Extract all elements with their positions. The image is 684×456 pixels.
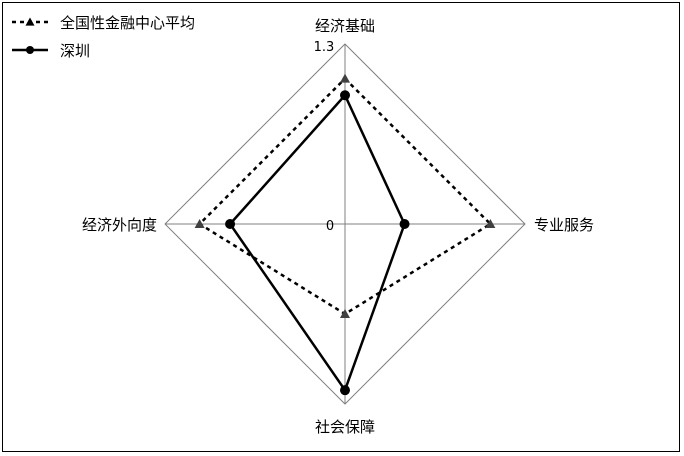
series-layer	[194, 73, 496, 396]
tick-label-zero: 0	[326, 219, 334, 234]
data-point-0-2	[340, 309, 350, 318]
legend-label-shenzhen: 深圳	[60, 42, 90, 60]
legend-item-national-average: 全国性金融中心平均	[12, 14, 195, 32]
axis-label-right: 专业服务	[534, 216, 594, 234]
axis-label-top: 经济基础	[315, 17, 375, 35]
axis-label-left: 经济外向度	[82, 216, 157, 234]
chart-frame	[2, 2, 680, 452]
axis-labels: 经济基础 专业服务 社会保障 经济外向度 1.3 0	[82, 17, 594, 436]
data-point-1-3	[225, 219, 236, 229]
data-point-1-0	[340, 90, 350, 101]
tick-label-max: 1.3	[314, 40, 335, 55]
legend-marker-national-average	[25, 17, 35, 26]
axis-label-bottom: 社会保障	[315, 418, 375, 436]
data-point-0-1	[485, 219, 496, 228]
legend: 全国性金融中心平均 深圳	[12, 14, 195, 60]
data-point-0-3	[194, 219, 205, 228]
legend-item-shenzhen: 深圳	[12, 42, 90, 60]
series-line-1	[228, 92, 406, 393]
data-point-0-0	[340, 73, 350, 83]
legend-marker-shenzhen	[26, 46, 34, 54]
data-point-1-1	[399, 219, 410, 229]
legend-label-national-average: 全国性金融中心平均	[60, 14, 195, 32]
data-point-1-2	[340, 385, 350, 396]
